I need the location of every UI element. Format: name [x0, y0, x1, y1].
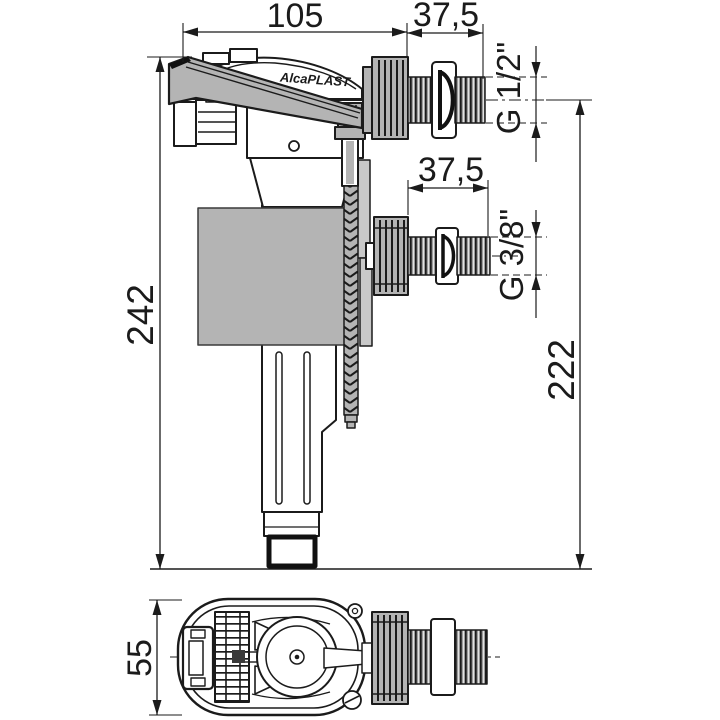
rod-block: [232, 650, 245, 663]
inlet-top-nut-ribs: [378, 60, 404, 136]
shank-seal: [266, 534, 318, 569]
screw-tip: [344, 414, 358, 423]
diaphragm-dot: [294, 654, 300, 660]
dimension-37-5-top: 37,5: [407, 0, 484, 79]
dim-37-5-top-label: 37,5: [413, 0, 479, 34]
float-lock-left: [173, 101, 197, 147]
dim-242-label: 242: [120, 284, 161, 346]
dimension-105: 105: [182, 0, 408, 62]
dim-105-label: 105: [267, 0, 324, 35]
inlet-side-thread-inner: [407, 236, 437, 276]
dim-222-label: 222: [541, 339, 582, 401]
inlet-top-thread-inner: [407, 76, 434, 124]
inlet-top-flange-cone: [438, 70, 455, 130]
inlet-top-thread-outer: [454, 76, 486, 124]
side-rail-lower: [359, 257, 373, 347]
tube-slot-right: [303, 351, 311, 505]
top-view-flange: [430, 618, 456, 696]
inlet-side-thread-outer: [456, 236, 491, 276]
top-view: [170, 597, 500, 717]
latch-inner: [188, 640, 204, 676]
arm-line: [185, 66, 359, 119]
top-view-neck: [361, 642, 373, 674]
dimension-37-5-side: 37,5: [407, 151, 489, 236]
arm-outline-bottom: [251, 691, 331, 700]
dimension-242: 242: [120, 56, 192, 569]
cap-clip-right: [229, 48, 258, 63]
inlet-side-nut-ribs: [379, 220, 405, 292]
side-view: AlcaPLAST: [150, 48, 592, 570]
dimension-55: 55: [121, 599, 182, 716]
screw-rod-core: [346, 141, 354, 184]
dim-g12-label: G 1/2": [490, 42, 527, 134]
float: [197, 207, 346, 346]
screw-slot: [344, 695, 360, 704]
dim-g38-label: G 3/8": [493, 209, 530, 301]
body-skirt: [249, 157, 356, 208]
inlet-side-neck: [365, 242, 375, 270]
tube-slot-left: [275, 351, 283, 505]
inlet-cone: [323, 647, 367, 669]
dimension-g12: G 1/2": [486, 42, 547, 162]
dimension-g38: G 3/8": [491, 209, 547, 318]
dim-55-label: 55: [121, 639, 159, 677]
adjustment-screw: [343, 185, 359, 416]
latch-tab-top: [190, 629, 206, 639]
inlet-top-collar: [362, 66, 373, 134]
dimension-222: 222: [486, 99, 592, 569]
body-pin-hole: [288, 140, 300, 152]
arm-pivot: [169, 57, 191, 69]
inlet-side-flange-cone: [441, 234, 456, 278]
shank: [263, 511, 320, 537]
screw-tip-end: [346, 421, 356, 429]
hook-eye-inner: [351, 607, 359, 615]
brand-logo: AlcaPLAST: [279, 70, 352, 90]
dim-37-5-side-label: 37,5: [418, 151, 484, 189]
arm-line: [187, 61, 361, 114]
top-view-nut-ribs: [377, 615, 403, 701]
latch-tab-bottom: [190, 677, 206, 687]
